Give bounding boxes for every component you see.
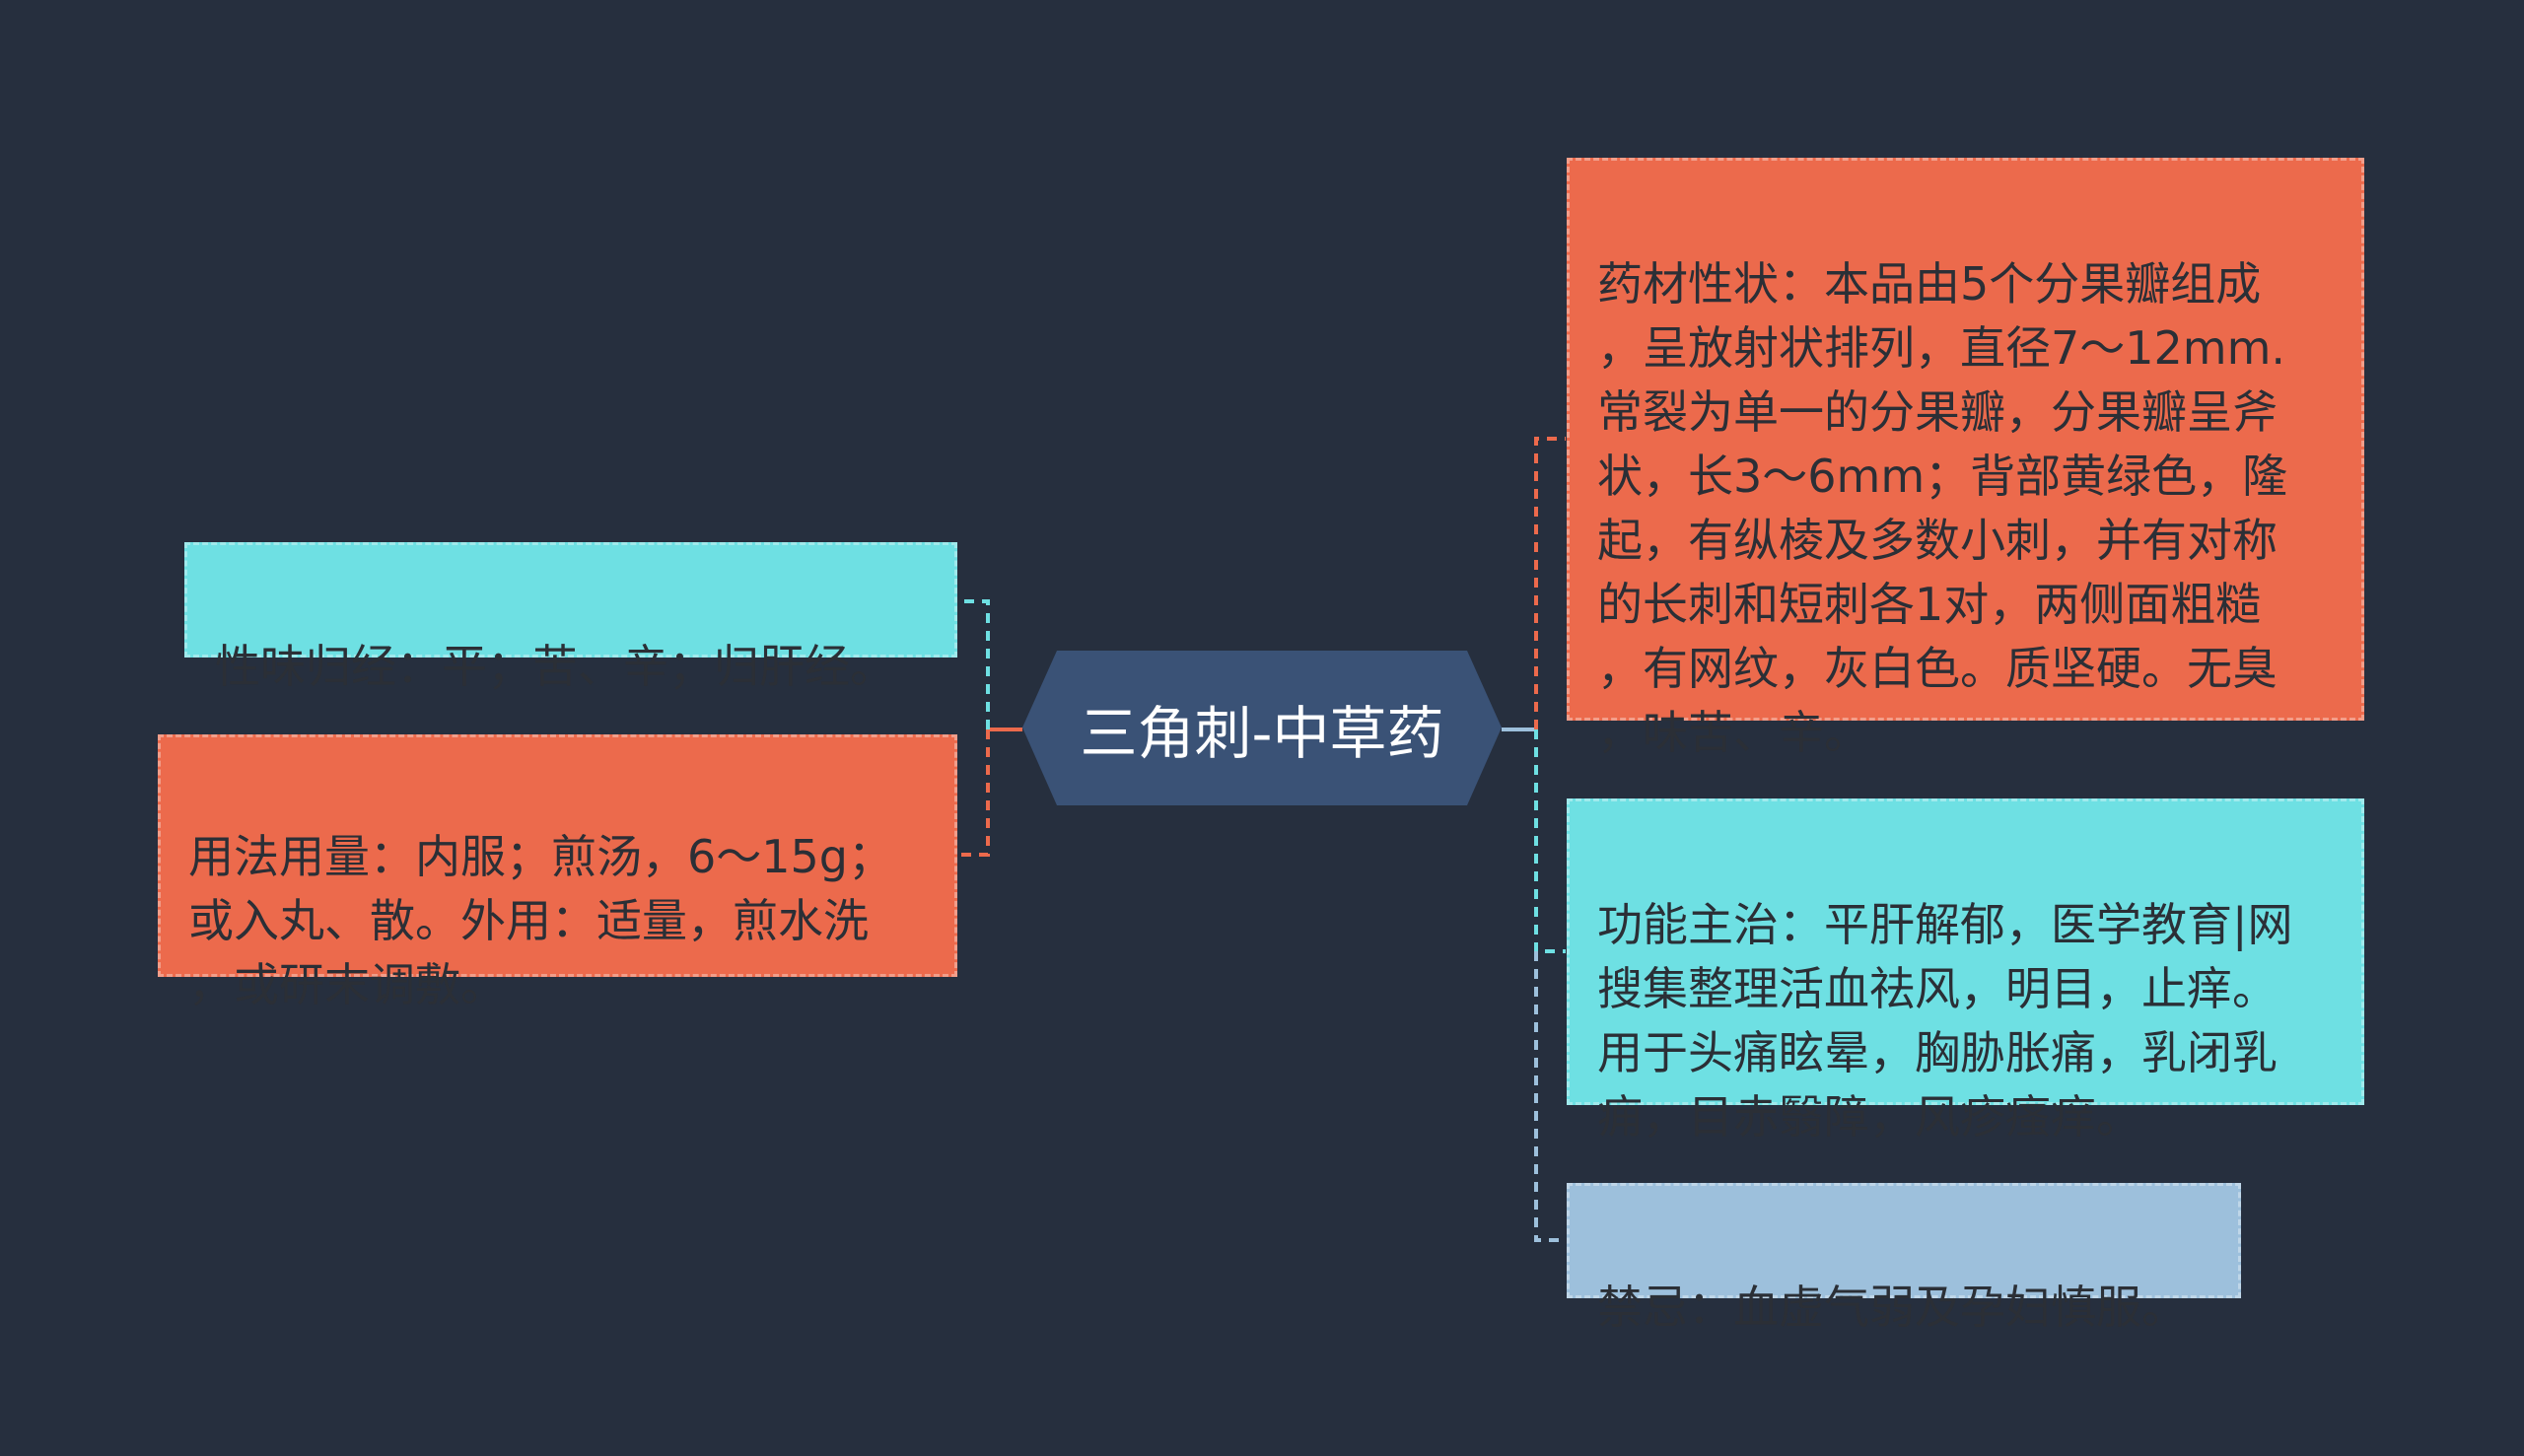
node-usage-dosage[interactable]: 用法用量：内服；煎汤，6～15g； 或入丸、散。外用：适量，煎水洗 ，或研末调敷…: [158, 734, 957, 1011]
node-herb-characteristics[interactable]: 药材性状：本品由5个分果瓣组成 ，呈放射状排列，直径7～12mm. 常裂为单一的…: [1567, 158, 2364, 759]
node-properties-meridian[interactable]: 性味归经：平；苦、辛；归肝经。: [184, 542, 957, 693]
node-herb-characteristics-text: 药材性状：本品由5个分果瓣组成 ，呈放射状排列，直径7～12mm. 常裂为单一的…: [1597, 257, 2288, 759]
connector-left-1: [958, 599, 990, 729]
connector-right-3: [1534, 951, 1566, 1242]
connector-left-2: [958, 729, 990, 857]
node-contraindications[interactable]: 禁忌：血虚气弱及孕妇慎服。: [1567, 1183, 2241, 1334]
connector-right-1: [1534, 437, 1566, 729]
central-topic[interactable]: 三角刺-中草药: [1022, 651, 1502, 805]
central-topic-shape: [1022, 651, 1502, 805]
connector-right-2: [1534, 729, 1566, 953]
node-usage-dosage-text: 用法用量：内服；煎汤，6～15g； 或入丸、散。外用：适量，煎水洗 ，或研末调敷…: [188, 830, 893, 1011]
node-contraindications-text: 禁忌：血虚气弱及孕妇慎服。: [1597, 1281, 2187, 1334]
node-properties-meridian-text: 性味归经：平；苦、辛；归肝经。: [215, 640, 895, 693]
node-functions-indications[interactable]: 功能主治：平肝解郁，医学教育|网 搜集整理活血祛风，明目，止痒。 用于头痛眩晕，…: [1567, 798, 2364, 1144]
central-topic-label: 三角刺-中草药: [1080, 699, 1444, 767]
node-functions-indications-text: 功能主治：平肝解郁，医学教育|网 搜集整理活血祛风，明目，止痒。 用于头痛眩晕，…: [1597, 898, 2293, 1144]
